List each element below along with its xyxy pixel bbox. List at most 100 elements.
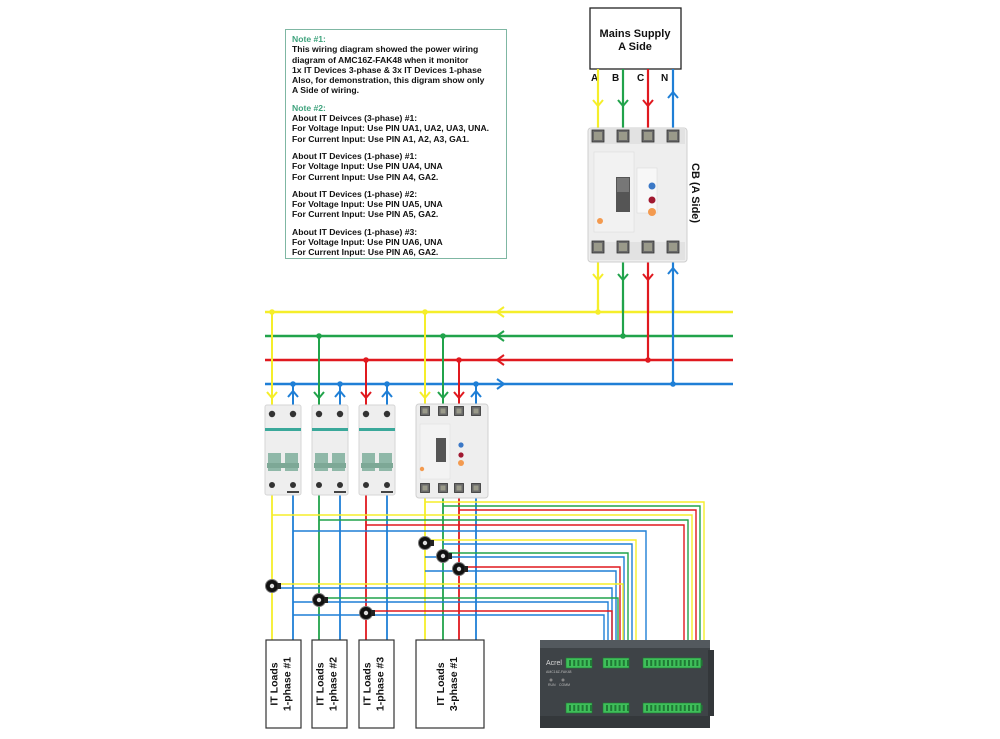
- note2-line: For Voltage Input: Use PIN UA4, UNA: [292, 161, 443, 172]
- load-label-line2: 3-phase #1: [448, 657, 460, 711]
- mcb-3: [358, 404, 396, 496]
- terminal-screw-inner: [594, 132, 602, 140]
- terminal-pin: [667, 705, 669, 711]
- mcb-stripe: [312, 428, 348, 431]
- terminal-pin: [622, 705, 625, 711]
- sense-wire: [443, 552, 629, 642]
- terminal-pin: [654, 660, 657, 666]
- mcb-terminal: [290, 482, 296, 488]
- ct-core: [422, 540, 428, 546]
- mcb-label-strip: [287, 491, 299, 493]
- terminal-pin: [581, 705, 584, 711]
- arrow-icon: [642, 99, 654, 108]
- mcb-terminal: [362, 410, 370, 418]
- sense-wire: [293, 614, 605, 642]
- terminal-pin: [658, 660, 661, 666]
- terminal-screw-inner: [669, 132, 677, 140]
- sense-wire: [443, 543, 633, 642]
- note2-line: For Current Input: Use PIN A6, GA2.: [292, 247, 439, 258]
- terminal-pin: [569, 660, 571, 666]
- arrow-icon: [642, 273, 654, 282]
- mcb-1: [264, 404, 302, 496]
- terminal-pin: [606, 660, 608, 666]
- ct-core: [316, 597, 322, 603]
- junction-dot: [269, 309, 275, 315]
- note2-line: For Current Input: Use PIN A5, GA2.: [292, 209, 439, 220]
- phase-label-a: A: [591, 73, 598, 84]
- ct-core: [269, 583, 275, 589]
- terminal-pin: [667, 660, 669, 666]
- test-button-icon: [648, 182, 656, 190]
- terminal-pin: [654, 705, 657, 711]
- note1-heading: Note #1:: [292, 34, 326, 44]
- junction-dot: [363, 357, 369, 363]
- sense-wire: [459, 509, 697, 642]
- mcb-toggle: [362, 453, 375, 471]
- terminal-pin: [646, 660, 648, 666]
- mcb-toggle-bar: [361, 463, 393, 468]
- arrow-icon: [495, 354, 505, 366]
- junction-dot: [422, 309, 428, 315]
- cb-a-side-label: CB (A Side): [689, 163, 701, 223]
- arrow-icon: [617, 99, 629, 108]
- terminal-pin: [700, 660, 703, 666]
- load-label-line1: IT Loads: [362, 662, 374, 705]
- ct-connector: [324, 597, 328, 603]
- arrow-icon: [496, 378, 506, 390]
- arrow-icon: [592, 99, 604, 108]
- mcb-toggle: [315, 453, 328, 471]
- mcb-terminal: [289, 410, 297, 418]
- notes-panel: Note #1: This wiring diagram showed the …: [285, 29, 507, 259]
- terminal-screw-inner: [619, 243, 627, 251]
- mcb-stripe: [265, 428, 301, 431]
- arrow-icon: [453, 391, 465, 400]
- terminal-screw-inner: [619, 132, 627, 140]
- arrow-icon: [470, 389, 482, 398]
- arrow-icon: [495, 306, 505, 318]
- terminal-screw-inner: [456, 485, 462, 491]
- mcb-group: [264, 404, 396, 496]
- current-transformers: [265, 536, 468, 620]
- arrow-icon: [667, 90, 679, 99]
- terminal-pin: [610, 705, 613, 711]
- ct-core: [363, 610, 369, 616]
- mcb-terminal: [269, 482, 275, 488]
- mcb-body: [311, 404, 349, 496]
- terminal-pin: [618, 705, 621, 711]
- terminal-pin: [700, 705, 703, 711]
- mcb-label-strip: [381, 491, 393, 493]
- note1-line: A Side of wiring.: [292, 85, 359, 96]
- sense-wire: [366, 524, 685, 642]
- sense-wire: [425, 539, 637, 642]
- mains-supply-box: Mains Supply A Side: [589, 7, 682, 70]
- junction-dot: [473, 381, 479, 387]
- terminal-pin: [650, 705, 653, 711]
- mcb-body: [358, 404, 396, 496]
- arrow-icon: [381, 389, 393, 398]
- terminal-pin: [675, 660, 678, 666]
- terminal-pin: [585, 705, 588, 711]
- busbars: [265, 300, 733, 390]
- terminal-screw-inner: [422, 485, 428, 491]
- ct-connector: [448, 553, 452, 559]
- arrow-icon: [313, 391, 325, 400]
- terminal-pin: [610, 660, 613, 666]
- terminal-pin: [650, 660, 653, 666]
- note2-line: About IT Devices (1-phase) #1:: [292, 150, 418, 161]
- sense-wire: [366, 610, 613, 642]
- ct-connector: [430, 540, 434, 546]
- mcb-toggle-bar: [267, 463, 299, 468]
- phase-label-c: C: [637, 73, 644, 84]
- sense-wire: [459, 566, 621, 642]
- load-label-line2: 1-phase #1: [282, 657, 294, 711]
- load-box-frame: [265, 639, 302, 729]
- mcb-terminal: [383, 410, 391, 418]
- sense-wire: [293, 601, 609, 642]
- arrow-icon: [617, 273, 629, 282]
- mcb-toggle: [268, 453, 281, 471]
- terminal-pin: [675, 705, 678, 711]
- meter-led-run: RUN: [548, 683, 556, 687]
